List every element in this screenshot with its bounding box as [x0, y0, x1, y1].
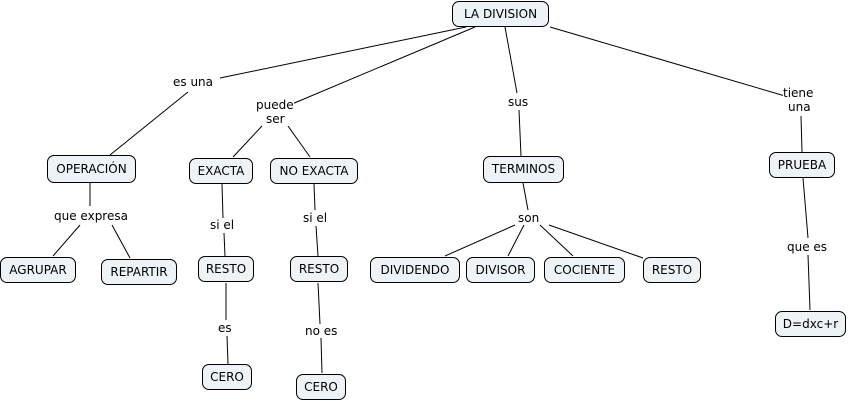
node-formula[interactable]: D=dxc+r [775, 311, 846, 337]
node-resto-no-exacta[interactable]: RESTO [290, 256, 348, 282]
link-label-ser: ser [266, 112, 285, 126]
node-divisor[interactable]: DIVISOR [466, 257, 535, 283]
node-prueba[interactable]: PRUEBA [769, 152, 835, 178]
node-agrupar[interactable]: AGRUPAR [0, 257, 76, 283]
link-label-si-el-exacta: si el [210, 218, 235, 232]
link-label-tiene: tiene [783, 86, 814, 100]
link-label-si-el-no-exacta: si el [303, 211, 328, 225]
link-label-no-es: no es [305, 324, 338, 338]
link-label-son: son [518, 211, 540, 225]
node-resto-exacta[interactable]: RESTO [198, 256, 254, 282]
node-resto-termino[interactable]: RESTO [643, 257, 701, 283]
node-dividendo[interactable]: DIVIDENDO [370, 257, 460, 283]
node-exacta[interactable]: EXACTA [189, 158, 253, 184]
node-cero-no-exacta[interactable]: CERO [296, 374, 346, 400]
link-label-es: es [218, 321, 232, 335]
node-la-division[interactable]: LA DIVISION [452, 1, 549, 27]
node-operacion[interactable]: OPERACIÓN [47, 155, 136, 183]
link-label-sus: sus [508, 95, 529, 109]
node-cociente[interactable]: COCIENTE [544, 257, 625, 283]
node-no-exacta[interactable]: NO EXACTA [270, 158, 358, 184]
node-cero-exacta[interactable]: CERO [202, 364, 252, 390]
link-label-una: una [788, 100, 811, 114]
link-label-puede: puede [256, 98, 294, 112]
node-terminos[interactable]: TERMINOS [483, 156, 564, 183]
node-repartir[interactable]: REPARTIR [101, 259, 177, 285]
link-label-es-una: es una [173, 75, 214, 89]
link-label-que-expresa: que expresa [54, 209, 128, 223]
link-label-que-es: que es [787, 240, 828, 254]
